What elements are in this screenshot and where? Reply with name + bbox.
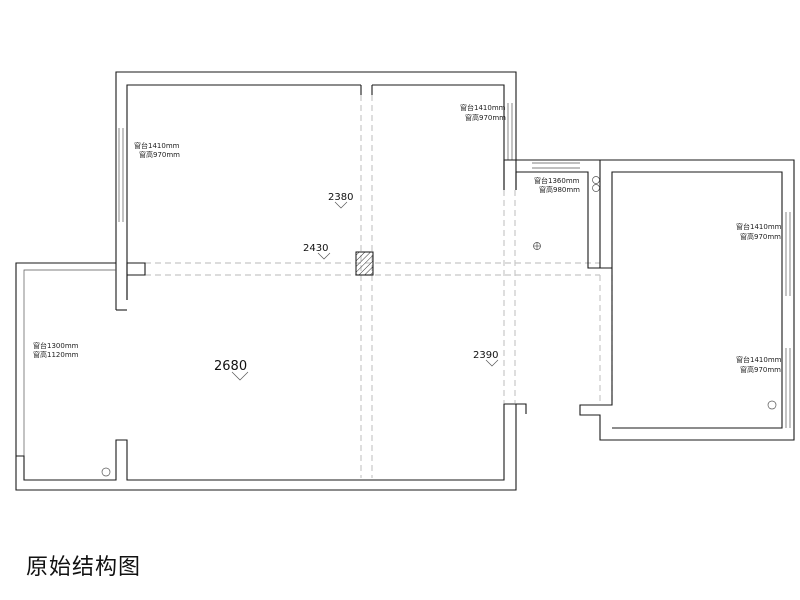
window-note-1: 窗台1410mm 窗高970mm <box>134 141 180 159</box>
svg-text:2430: 2430 <box>303 243 328 254</box>
svg-text:窗台1410mm: 窗台1410mm <box>460 103 506 112</box>
svg-text:2680: 2680 <box>214 359 247 374</box>
svg-text:窗台1410mm: 窗台1410mm <box>736 222 782 231</box>
height-label-main: 2680 <box>214 359 249 381</box>
window-note-3: 窗台1360mm 窗高980mm <box>534 176 580 194</box>
svg-text:窗高1120mm: 窗高1120mm <box>33 350 79 359</box>
height-label-beam: 2430 <box>303 243 331 260</box>
svg-text:窗台1360mm: 窗台1360mm <box>534 176 580 185</box>
window-note-2: 窗台1410mm 窗高970mm <box>460 103 506 122</box>
outer-walls <box>15 71 795 491</box>
plan-title: 原始结构图 <box>26 555 142 580</box>
window-note-4: 窗台1410mm 窗高970mm <box>736 222 782 241</box>
svg-text:窗高970mm: 窗高970mm <box>139 150 180 159</box>
height-label-top-left: 2380 <box>328 192 353 209</box>
svg-text:窗台1410mm: 窗台1410mm <box>134 141 180 150</box>
svg-text:窗高980mm: 窗高980mm <box>539 185 580 194</box>
svg-text:2390: 2390 <box>473 350 498 361</box>
svg-text:窗台1300mm: 窗台1300mm <box>33 341 79 350</box>
svg-text:窗高970mm: 窗高970mm <box>465 113 506 122</box>
structural-column <box>355 251 374 276</box>
svg-text:窗高970mm: 窗高970mm <box>740 232 781 241</box>
svg-text:窗台1410mm: 窗台1410mm <box>736 355 782 364</box>
svg-text:2380: 2380 <box>328 192 353 203</box>
height-label-right-mid: 2390 <box>473 350 498 367</box>
window-note-5: 窗台1300mm 窗高1120mm <box>33 341 79 359</box>
window-note-6: 窗台1410mm 窗高970mm <box>736 355 782 374</box>
svg-text:窗高970mm: 窗高970mm <box>740 365 781 374</box>
beam-lines <box>145 95 613 478</box>
